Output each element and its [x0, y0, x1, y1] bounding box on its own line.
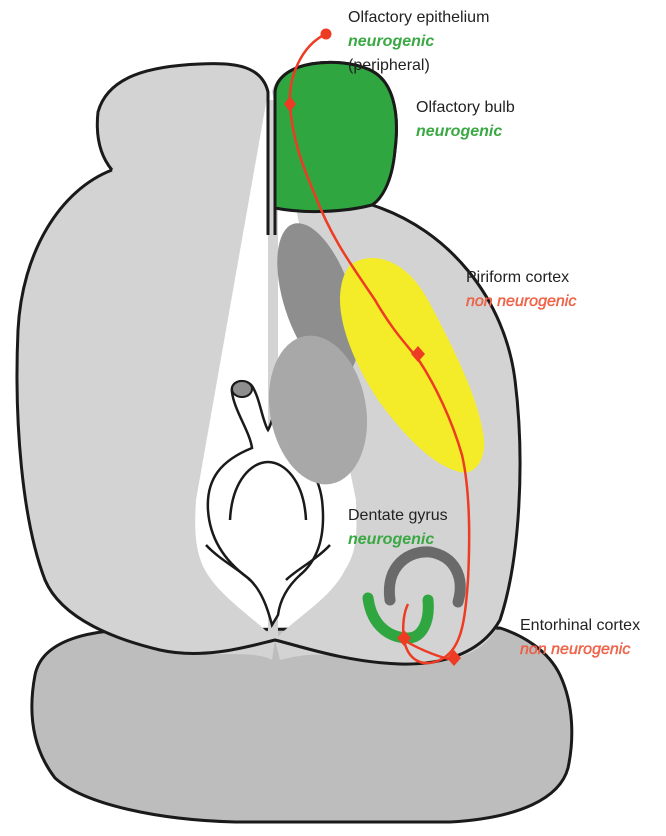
status-entorhinal-cortex: non neurogenic	[520, 641, 630, 658]
status-dentate-gyrus: neurogenic	[348, 531, 434, 548]
label-entorhinal-cortex: Entorhinal cortex	[520, 617, 640, 634]
extra-olfactory-epithelium: (peripheral)	[348, 57, 430, 74]
label-dentate-gyrus: Dentate gyrus	[348, 507, 448, 524]
olfactory-bulb-region	[275, 62, 396, 211]
label-piriform-cortex: Piriform cortex	[466, 269, 569, 286]
left-knob	[232, 381, 252, 397]
cerebellum	[32, 628, 572, 822]
status-olfactory-bulb: neurogenic	[416, 123, 502, 140]
status-piriform-cortex: non neurogenic	[466, 293, 576, 310]
label-olfactory-bulb: Olfactory bulb	[416, 99, 515, 116]
status-olfactory-epithelium: neurogenic	[348, 33, 434, 50]
label-olfactory-epithelium: Olfactory epithelium	[348, 9, 489, 26]
pathway-node-epithelium	[321, 29, 332, 40]
